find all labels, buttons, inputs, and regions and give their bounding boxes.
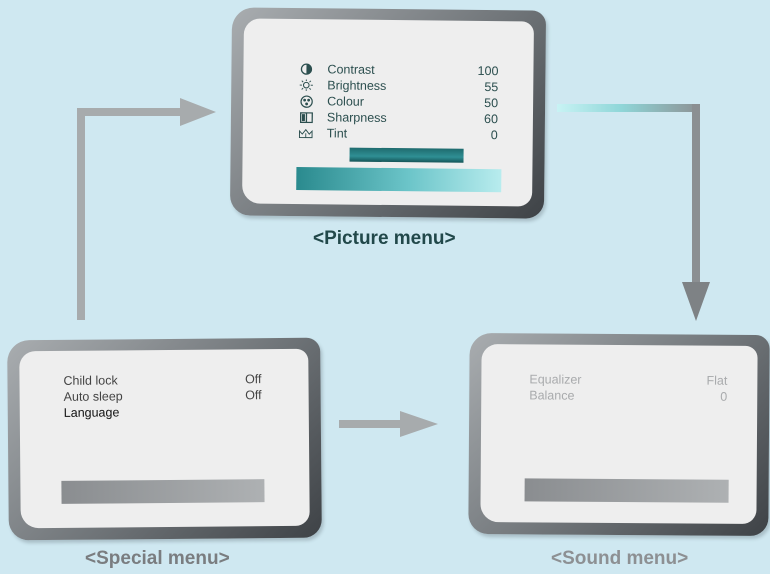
brightness-value: 55 <box>484 80 499 95</box>
arrow-special-to-sound <box>339 411 438 437</box>
language-row[interactable]: Language <box>64 403 262 421</box>
brightness-icon <box>299 77 313 93</box>
contrast-icon <box>299 61 313 77</box>
sound-menu-screen: Equalizer Flat Balance 0 <box>480 344 758 524</box>
balance-value: 0 <box>720 389 728 404</box>
balance-row[interactable]: Balance 0 <box>529 387 727 404</box>
contrast-row[interactable]: Contrast 100 <box>299 61 499 79</box>
equalizer-value: Flat <box>706 373 728 388</box>
tint-label: Tint <box>326 126 348 141</box>
colour-icon <box>299 93 313 109</box>
brightness-row[interactable]: Brightness 55 <box>299 77 498 95</box>
child-lock-row[interactable]: Child lock Off <box>63 371 261 389</box>
colour-value: 50 <box>484 96 499 111</box>
special-menu-panel: Child lock Off Auto sleep Off Language <box>7 337 322 541</box>
child-lock-label: Child lock <box>63 373 118 388</box>
equalizer-row[interactable]: Equalizer Flat <box>529 371 727 388</box>
equalizer-label: Equalizer <box>529 372 582 387</box>
sound-menu-panel: Equalizer Flat Balance 0 <box>468 332 770 537</box>
sound-help-bar <box>524 478 729 503</box>
special-help-bar <box>61 479 265 504</box>
special-menu-screen: Child lock Off Auto sleep Off Language <box>19 348 310 529</box>
picture-menu-screen: Contrast 100 Brightness 55 Colour 50 Sha… <box>242 18 534 207</box>
contrast-label: Contrast <box>327 62 375 77</box>
sound-menu-caption: <Sound menu> <box>551 548 689 569</box>
tint-row[interactable]: Tint 0 <box>298 125 498 143</box>
tint-value: 0 <box>490 128 498 143</box>
sharpness-icon <box>299 109 313 125</box>
auto-sleep-label: Auto sleep <box>63 389 123 404</box>
child-lock-value: Off <box>244 372 262 387</box>
brightness-label: Brightness <box>327 78 387 93</box>
picture-menu-caption: <Picture menu> <box>313 228 456 249</box>
colour-row[interactable]: Colour 50 <box>299 93 498 111</box>
sharpness-row[interactable]: Sharpness 60 <box>299 109 498 127</box>
arrow-picture-to-sound <box>557 104 710 321</box>
picture-selection-bar <box>349 147 464 163</box>
picture-help-bar <box>296 167 502 193</box>
sharpness-label: Sharpness <box>326 110 387 125</box>
colour-label: Colour <box>327 94 365 109</box>
language-label: Language <box>63 405 120 420</box>
sharpness-value: 60 <box>483 112 499 127</box>
arrow-special-to-picture <box>77 98 216 320</box>
special-menu-caption: <Special menu> <box>85 548 230 569</box>
contrast-value: 100 <box>477 63 499 79</box>
balance-label: Balance <box>529 388 575 403</box>
auto-sleep-row[interactable]: Auto sleep Off <box>64 387 262 405</box>
tint-icon <box>298 125 313 141</box>
auto-sleep-value: Off <box>245 388 262 403</box>
picture-menu-panel: Contrast 100 Brightness 55 Colour 50 Sha… <box>229 7 547 219</box>
